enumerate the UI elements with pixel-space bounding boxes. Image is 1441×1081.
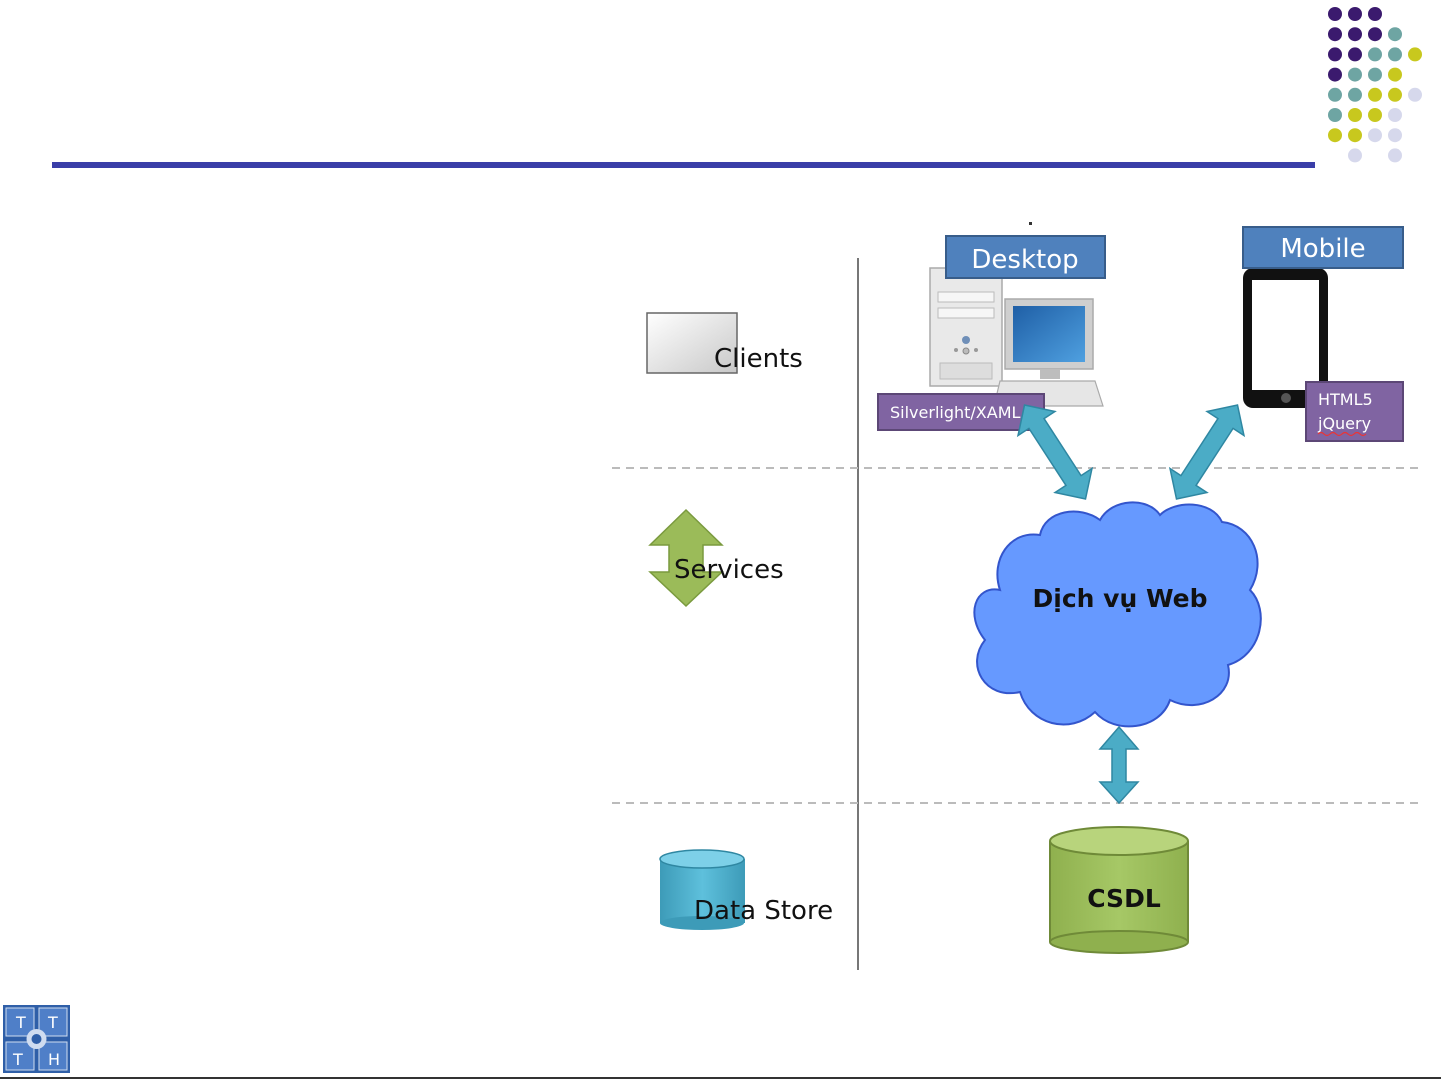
html5-jquery-label-box: HTML5 jQuery — [1306, 382, 1403, 441]
desktop-label: Desktop — [971, 245, 1078, 275]
datastore-cylinder-top — [660, 850, 744, 868]
logo-letter-4: H — [48, 1050, 60, 1069]
mobile-label: Mobile — [1280, 234, 1365, 264]
cloud-label: Dịch vụ Web — [1033, 584, 1208, 613]
services-label: Services — [674, 555, 784, 585]
html5-label: HTML5 — [1318, 390, 1373, 409]
services-legend: Services — [650, 510, 784, 606]
logo-letter-1: T — [15, 1013, 26, 1032]
footer-rule — [0, 1077, 1441, 1079]
database-cylinder: CSDL — [1050, 827, 1188, 953]
arrow-cloud-db — [1100, 727, 1138, 803]
arrow-mobile-cloud — [1158, 393, 1256, 511]
silverlight-label: Silverlight/XAML — [890, 403, 1021, 422]
datastore-legend: Data Store — [660, 850, 833, 930]
datastore-label: Data Store — [694, 896, 833, 926]
clients-legend: Clients — [647, 313, 803, 374]
jquery-label: jQuery — [1317, 414, 1371, 433]
institution-logo: T T T H — [3, 1005, 70, 1073]
logo-letter-3: T — [12, 1050, 23, 1069]
mobile-label-box: Mobile — [1243, 227, 1403, 268]
silverlight-label-box: Silverlight/XAML — [878, 394, 1044, 430]
desktop-label-box: Desktop — [946, 236, 1105, 278]
desktop-computer-icon — [930, 268, 1103, 406]
logo-letter-2: T — [47, 1013, 58, 1032]
db-label: CSDL — [1087, 884, 1161, 913]
web-service-cloud: Dịch vụ Web — [974, 502, 1260, 726]
clients-label: Clients — [714, 344, 803, 374]
